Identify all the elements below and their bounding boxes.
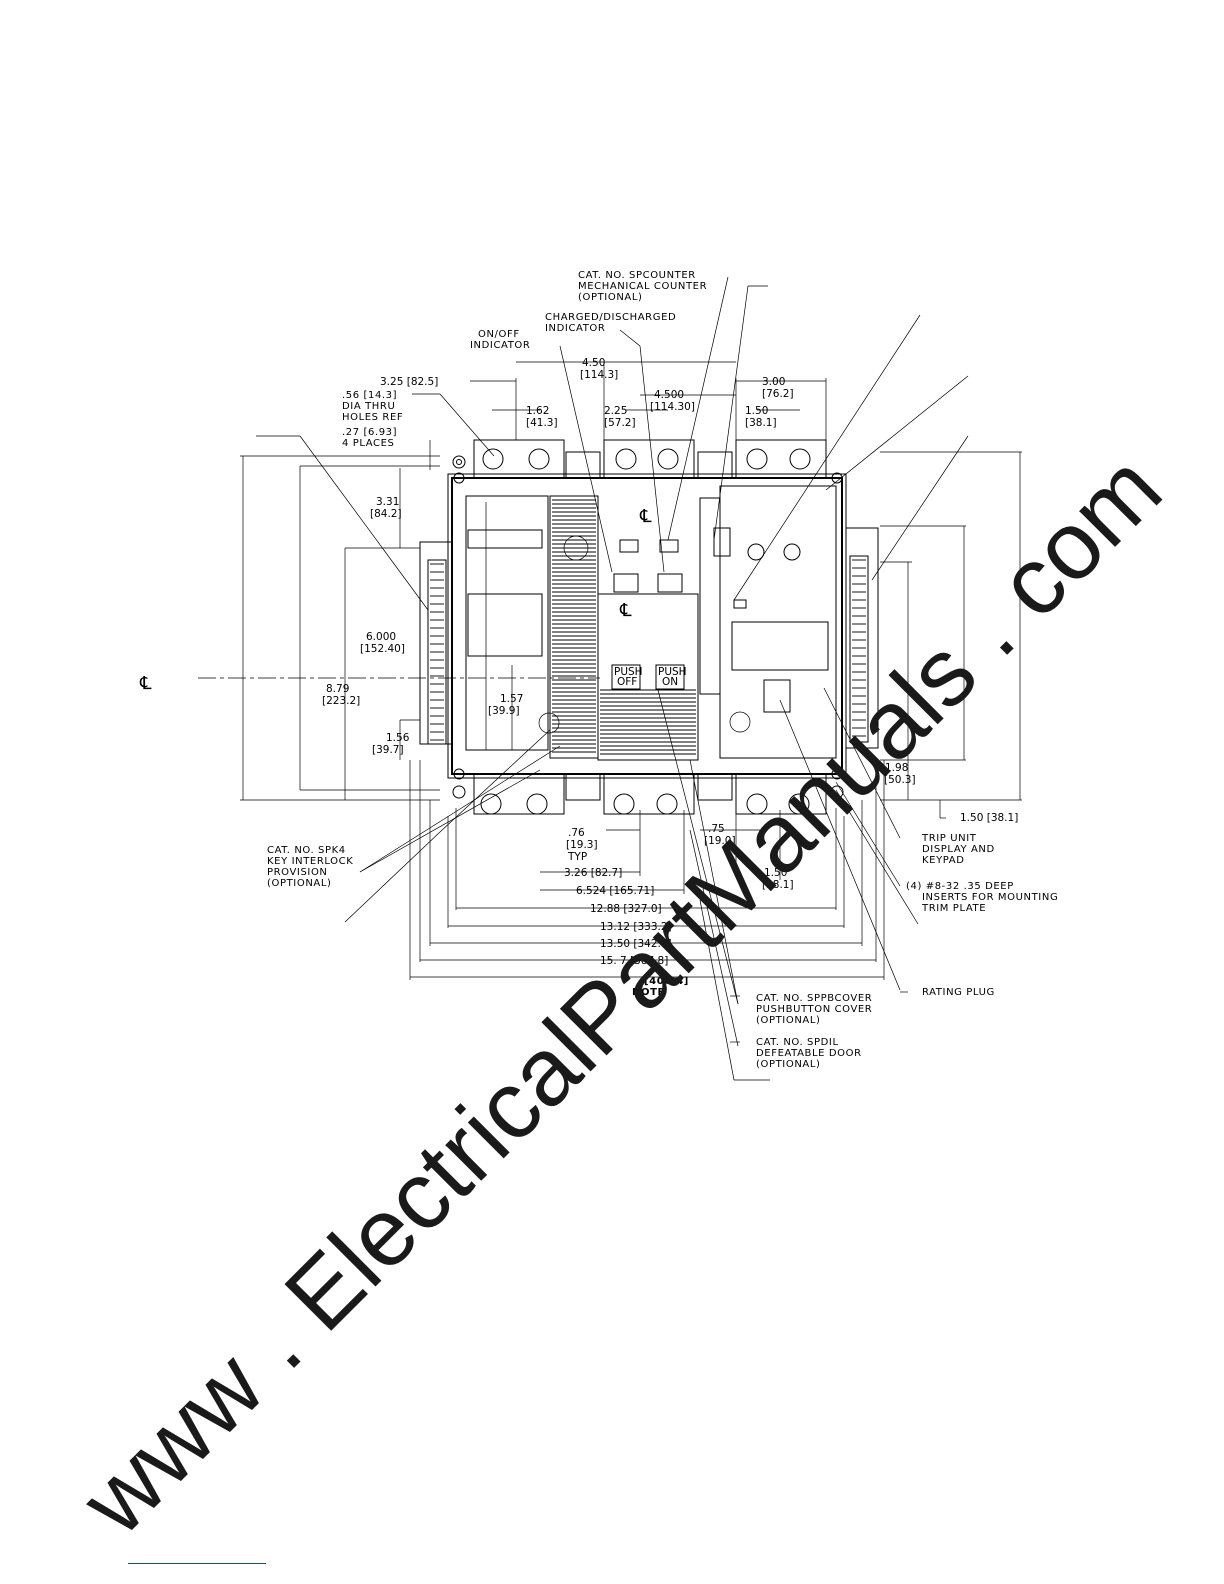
dim-3-00: 3.00 bbox=[762, 376, 785, 388]
callout-places: .27 [6.93] 4 PLACES bbox=[342, 427, 401, 449]
dim-0-75: .75 bbox=[708, 823, 725, 835]
callout-pbcover: CAT. NO. SPPBCOVER PUSHBUTTON COVER (OPT… bbox=[756, 993, 876, 1026]
dim-1-50-top-mm: [38.1] bbox=[745, 417, 777, 429]
dim-8-79-mm: [223.2] bbox=[322, 695, 360, 707]
dim-1-50-top: 1.50 bbox=[745, 405, 768, 417]
dimension-labels: 3.25 [82.5] 4.50 [114.3] 4.500 [114.30] … bbox=[322, 357, 1018, 967]
dim-1-98-mm: [50.3] bbox=[884, 774, 916, 786]
breaker-body: ℄ ℄ ℄ bbox=[139, 439, 879, 815]
dim-6-000-mm: [152.40] bbox=[360, 643, 405, 655]
dim-12-88: 12.88 [327.0] bbox=[590, 903, 662, 915]
dim-1-50-bottom-mm: [38.1] bbox=[762, 879, 794, 891]
push-on-label: PUSH ON bbox=[658, 666, 690, 688]
dim-1-62: 1.62 bbox=[526, 405, 549, 417]
dim-13-12: 13.12 [333.2] bbox=[600, 921, 672, 933]
dim-6-524: 6.524 [165.71] bbox=[576, 885, 654, 897]
callout-defeatable-door: CAT. NO. SPDIL DEFEATABLE DOOR (OPTIONAL… bbox=[756, 1037, 865, 1070]
dim-4-500: 4.500 bbox=[654, 389, 684, 401]
dimension-lines bbox=[240, 361, 1022, 980]
footer-link-underline[interactable] bbox=[128, 1563, 266, 1564]
dim-3-26: 3.26 [82.7] bbox=[564, 867, 622, 879]
dim-1-98: 1.98 bbox=[885, 762, 908, 774]
dim-0-76-typ: TYP bbox=[567, 851, 587, 863]
dim-4-50-mm: [114.3] bbox=[580, 369, 618, 381]
dim-3-00-mm: [76.2] bbox=[762, 388, 794, 400]
dim-2-25: 2.25 bbox=[604, 405, 627, 417]
callout-trip-unit: TRIP UNIT DISPLAY AND KEYPAD bbox=[921, 833, 999, 866]
dim-0-76-mm: [19.3] bbox=[566, 839, 598, 851]
dim-13-50: 13.50 [342.9] bbox=[600, 938, 672, 950]
dim-1-56-mm: [39.7] bbox=[372, 744, 404, 756]
dim-3-25: 3.25 [82.5] bbox=[380, 376, 438, 388]
dim-6-000: 6.000 bbox=[366, 631, 396, 643]
callout-rating-plug: RATING PLUG bbox=[922, 987, 995, 998]
grille-pattern bbox=[430, 499, 866, 755]
dim-8-79: 8.79 bbox=[326, 683, 349, 695]
push-off-label: PUSH OFF bbox=[614, 666, 646, 688]
centerline-mark-mid: ℄ bbox=[619, 600, 632, 621]
dim-0-76: .76 bbox=[568, 827, 585, 839]
dim-2-25-mm: [57.2] bbox=[604, 417, 636, 429]
centerline-mark-top: ℄ bbox=[639, 506, 652, 527]
leader-lines bbox=[256, 276, 969, 1081]
callout-holes: .56 [14.3] DIA THRU HOLES REF bbox=[342, 390, 403, 423]
dim-4-500-mm: [114.30] bbox=[650, 401, 695, 413]
centerline-mark-left: ℄ bbox=[139, 673, 152, 694]
dim-1-56: 1.56 bbox=[386, 732, 410, 744]
callout-counter: CAT. NO. SPCOUNTER MECHANICAL COUNTER (O… bbox=[578, 270, 711, 303]
dim-3-31-mm: [84.2] bbox=[370, 508, 402, 520]
dim-1-50-right: 1.50 [38.1] bbox=[960, 812, 1018, 824]
dim-4-50: 4.50 bbox=[582, 357, 605, 369]
callout-charged-indicator: CHARGED/DISCHARGED INDICATOR bbox=[545, 312, 680, 334]
terminal-screws bbox=[480, 448, 811, 815]
dim-1-57: 1.57 bbox=[500, 693, 523, 705]
dim-0-75-mm: [19.0] bbox=[704, 835, 736, 847]
dim-1-62-mm: [41.3] bbox=[526, 417, 558, 429]
dim-1-57-mm: [39.9] bbox=[488, 705, 520, 717]
callout-inserts: (4) #8-32 .35 DEEP INSERTS FOR MOUNTING … bbox=[906, 881, 1062, 914]
callout-spk4: CAT. NO. SPK4 KEY INTERLOCK PROVISION (O… bbox=[267, 845, 357, 889]
callout-onoff-indicator: ON/OFF INDICATOR bbox=[470, 329, 530, 351]
dim-15-27: 15. 7 [387.8] bbox=[600, 955, 668, 967]
callout-note: [406.4] NOTE bbox=[632, 976, 693, 998]
dim-1-50-bottom: 1.50 bbox=[764, 867, 787, 879]
dim-3-31: 3.31 bbox=[376, 496, 399, 508]
